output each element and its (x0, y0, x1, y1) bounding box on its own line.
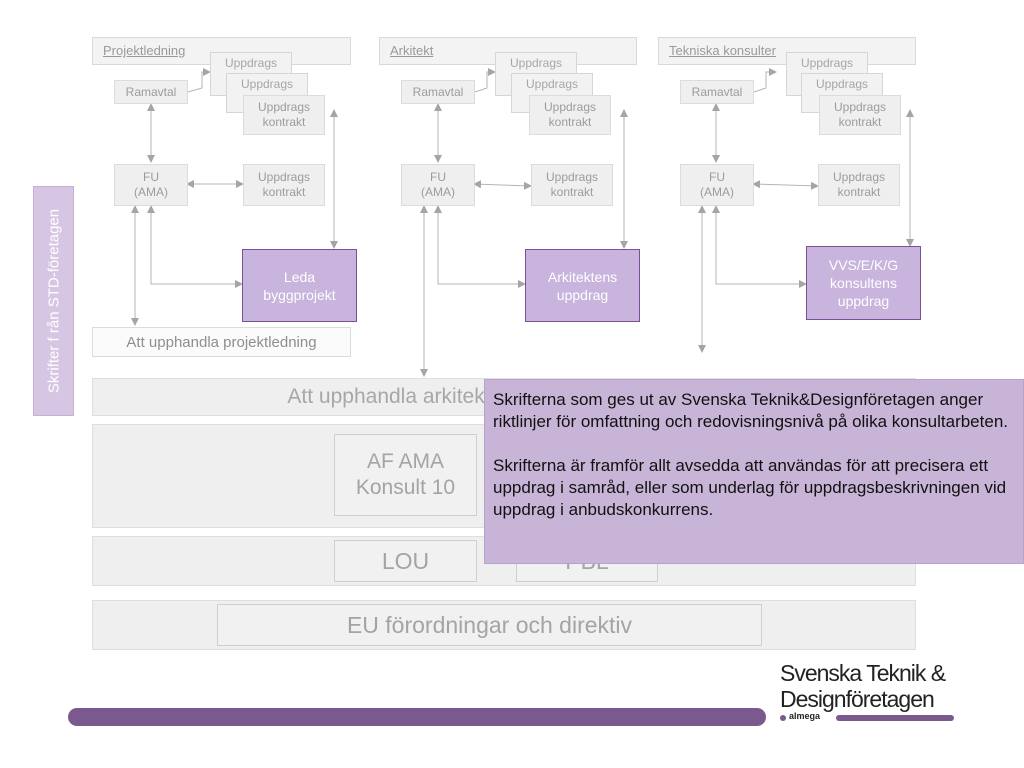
ramavtal-label: Ramavtal (125, 84, 177, 99)
arkitektens-uppdrag-box: Arkitektens uppdrag (525, 249, 640, 322)
purple-line2: uppdrag (556, 286, 609, 303)
lou-box: LOU (334, 540, 477, 582)
uppdrag-label: Uppdrags (240, 77, 294, 91)
uppdrags-kontrakt-box: Uppdrags kontrakt (818, 164, 900, 206)
fu-ama-box: FU (AMA) (401, 164, 475, 206)
eu-box: EU förordningar och direktiv (217, 604, 762, 646)
af-ama-box: AF AMA Konsult 10 (334, 434, 477, 516)
callout-paragraph-1: Skrifterna som ges ut av Svenska Teknik&… (493, 390, 1008, 431)
uppdrags-kontrakt-box: Uppdrags kontrakt (531, 164, 613, 206)
lou-label: LOU (381, 547, 430, 574)
logo-sub: almega (789, 711, 821, 721)
uppdrag-label: Uppdrags (800, 56, 854, 70)
fu-line1: FU (709, 170, 725, 184)
kontrakt-line1: Uppdrags (545, 170, 599, 184)
att-upphandla-projektledning-label: Att upphandla projektledning (126, 333, 317, 351)
logo-underline (836, 715, 954, 721)
fu-line1: FU (430, 170, 446, 184)
kontrakt-line2: kontrakt (837, 185, 881, 199)
purple-line2: byggprojekt (263, 286, 336, 303)
logo-dot (780, 715, 786, 721)
logo-line2: Designföretagen (780, 686, 935, 712)
af-ama-line1: AF AMA (366, 450, 445, 473)
af-ama-line2: Konsult 10 (355, 476, 456, 499)
ramavtal-box: Ramavtal (114, 80, 188, 104)
purple-line2: konsultens (830, 275, 897, 291)
att-upphandla-arkitekt-label: Att upphandla arkitekt (287, 385, 491, 408)
vvs-konsultens-uppdrag-box: VVS/E/K/G konsultens uppdrag (806, 246, 921, 320)
company-logo: Svenska Teknik & Designföretagen almega (780, 660, 980, 730)
uppdrag-kontrakt-line2: kontrakt (262, 115, 306, 129)
fu-line2: (AMA) (700, 185, 734, 199)
footer-bar (68, 708, 766, 726)
uppdrag-kontrakt-line1: Uppdrags (257, 100, 311, 114)
leda-byggprojekt-box: Leda byggprojekt (242, 249, 357, 322)
uppdrag-kontrakt-box: Uppdrags kontrakt (819, 95, 901, 135)
uppdrag-kontrakt-line1: Uppdrags (833, 100, 887, 114)
uppdrag-label: Uppdrags (224, 56, 278, 70)
fu-line2: (AMA) (134, 185, 168, 199)
ramavtal-box: Ramavtal (401, 80, 475, 104)
fu-ama-box: FU (AMA) (680, 164, 754, 206)
purple-line1: Arkitektens (547, 268, 618, 285)
ramavtal-box: Ramavtal (680, 80, 754, 104)
uppdrag-label: Uppdrags (815, 77, 869, 91)
fu-ama-box: FU (AMA) (114, 164, 188, 206)
ramavtal-label: Ramavtal (691, 84, 743, 99)
column-header-label: Arkitekt (390, 43, 434, 58)
logo-line1: Svenska Teknik & (780, 660, 946, 686)
fu-line1: FU (143, 170, 159, 184)
purple-line1: VVS/E/K/G (828, 257, 899, 273)
ramavtal-label: Ramavtal (412, 84, 464, 99)
uppdrag-kontrakt-line1: Uppdrags (543, 100, 597, 114)
uppdrag-kontrakt-box: Uppdrags kontrakt (529, 95, 611, 135)
logo-sub-row: almega (780, 711, 980, 724)
info-callout: Skrifterna som ges ut av Svenska Teknik&… (484, 379, 1024, 564)
purple-line3: uppdrag (837, 293, 890, 309)
uppdrags-kontrakt-box: Uppdrags kontrakt (243, 164, 325, 206)
callout-paragraph-2: Skrifterna är framför allt avsedda att a… (493, 456, 1007, 519)
uppdrag-label: Uppdrags (525, 77, 579, 91)
vertical-label-box: Skrifter f rån STD-företagen (33, 186, 74, 416)
purple-line1: Leda (283, 268, 316, 285)
eu-label: EU förordningar och direktiv (346, 611, 633, 638)
fu-line2: (AMA) (421, 185, 455, 199)
att-upphandla-projektledning-box: Att upphandla projektledning (92, 327, 351, 357)
uppdrag-kontrakt-line2: kontrakt (548, 115, 592, 129)
kontrakt-line1: Uppdrags (832, 170, 886, 184)
uppdrag-label: Uppdrags (509, 56, 563, 70)
kontrakt-line2: kontrakt (262, 185, 306, 199)
uppdrag-kontrakt-box: Uppdrags kontrakt (243, 95, 325, 135)
column-header-label: Tekniska konsulter (669, 43, 776, 58)
kontrakt-line2: kontrakt (550, 185, 594, 199)
column-header-label: Projektledning (103, 43, 186, 58)
uppdrag-kontrakt-line2: kontrakt (838, 115, 882, 129)
kontrakt-line1: Uppdrags (257, 170, 311, 184)
